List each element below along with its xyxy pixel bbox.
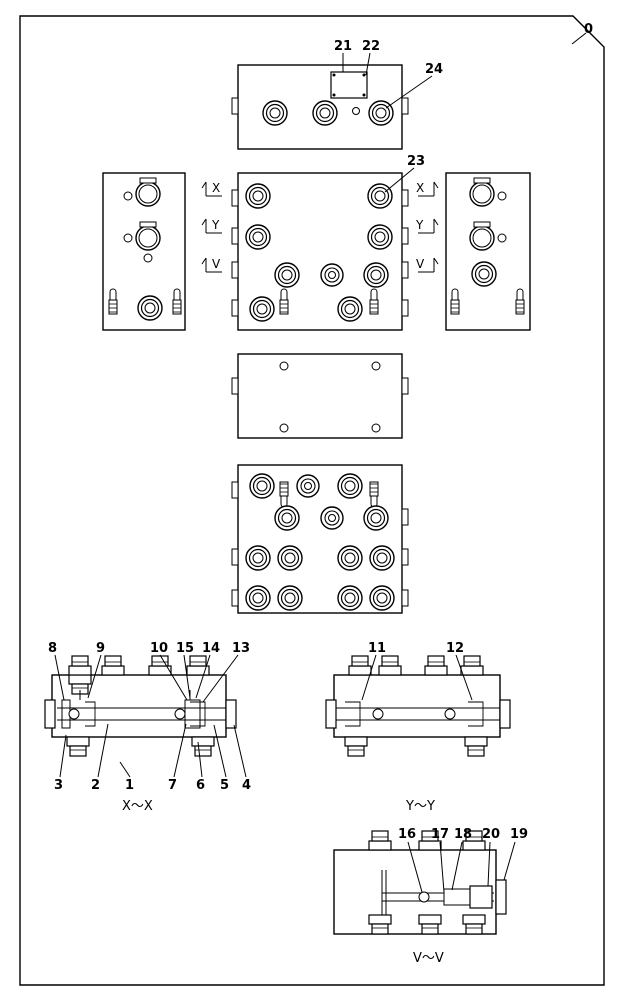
cut-mark-v-right: V	[416, 257, 425, 271]
cut-mark-v-left: V	[212, 257, 221, 271]
callout-10: 10	[150, 641, 168, 656]
callout-8: 8	[48, 641, 57, 656]
sheet-number-label: 0	[584, 22, 593, 37]
cut-mark-y-right: Y	[415, 218, 424, 232]
callout-9: 9	[96, 641, 105, 656]
callout-13: 13	[232, 641, 250, 656]
section-label-xx: X～X	[122, 799, 153, 814]
sheet-border	[19, 15, 605, 986]
cover-plate-block	[231, 353, 409, 439]
section-y-y	[325, 655, 511, 757]
callout-14: 14	[202, 641, 220, 656]
callout-12: 12	[446, 641, 464, 656]
left-side-view-block	[102, 172, 186, 331]
callout-23: 23	[407, 154, 425, 169]
callout-18: 18	[454, 827, 472, 842]
callout-1: 1	[125, 778, 134, 793]
callout-11: 11	[368, 641, 386, 656]
cut-mark-y-left: Y	[211, 218, 220, 232]
callout-16: 16	[398, 827, 416, 842]
callout-5: 5	[220, 778, 229, 793]
callout-4: 4	[242, 778, 251, 793]
cut-marks: X Y V X Y V	[201, 181, 439, 273]
bottom-view-block	[231, 464, 409, 614]
callout-2: 2	[91, 778, 100, 793]
cut-mark-x-right: X	[416, 181, 424, 195]
section-label-yy: Y～Y	[405, 799, 435, 814]
callout-15: 15	[176, 641, 194, 656]
callout-22: 22	[362, 39, 380, 54]
section-label-vv: V～V	[413, 951, 444, 966]
section-x-x	[44, 655, 237, 757]
callout-7: 7	[168, 778, 177, 793]
callout-17: 17	[431, 827, 449, 842]
callout-6: 6	[196, 778, 205, 793]
right-side-view-block	[445, 172, 531, 331]
sheet-number-leader	[571, 32, 587, 45]
callout-19: 19	[510, 827, 528, 842]
callout-21: 21	[334, 39, 352, 54]
section-v-v	[333, 830, 507, 935]
callout-20: 20	[482, 827, 500, 842]
cut-mark-x-left: X	[212, 181, 220, 195]
callout-24: 24	[425, 62, 443, 77]
callout-3: 3	[54, 778, 63, 793]
front-view-block	[231, 172, 409, 331]
top-view-block	[231, 64, 409, 150]
name-plate	[330, 71, 368, 99]
